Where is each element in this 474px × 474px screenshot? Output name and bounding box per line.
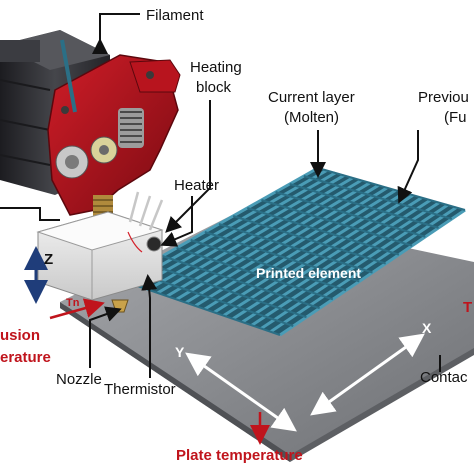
printed-road-cross — [303, 175, 453, 220]
label-x-axis: X — [422, 320, 432, 336]
printed-road-cross — [232, 215, 387, 265]
label-heating-block-line1: Heating — [190, 59, 242, 76]
label-right-t: T — [463, 299, 472, 316]
label-heating-block-line2: block — [196, 79, 232, 96]
printed-road-cross — [261, 199, 413, 247]
label-tn: Tn — [66, 297, 80, 309]
printed-road-cross — [147, 263, 307, 319]
label-current-layer-line1: Current layer — [268, 89, 355, 106]
filament-strand — [60, 39, 77, 113]
label-nozzle: Nozzle — [56, 371, 102, 388]
label-previous-layer-line1: Previou — [418, 89, 469, 106]
label-plate-temperature: Plate temperature — [176, 447, 303, 464]
printed-road-cross — [176, 247, 334, 301]
printed-road-cross — [317, 167, 466, 211]
label-filament: Filament — [146, 7, 204, 24]
y-axis-arrow — [185, 352, 297, 432]
label-z-axis: Z — [44, 251, 53, 268]
printed-road-cross — [275, 191, 426, 238]
label-thermistor: Thermistor — [104, 381, 176, 398]
label-y-axis: Y — [175, 344, 185, 360]
heating-block — [36, 191, 164, 301]
printed-road-cross — [289, 183, 439, 229]
label-current-layer-line2: (Molten) — [284, 109, 339, 126]
label-heater: Heater — [174, 177, 219, 194]
label-previous-layer-line2: (Fu — [444, 109, 467, 126]
label-fusion-temperature-line2: erature — [0, 349, 51, 366]
printed-road-cross — [162, 255, 320, 310]
label-printed-element: Printed element — [256, 265, 361, 281]
printed-road-cross — [246, 207, 400, 256]
fusion-temperature-arrow — [49, 298, 105, 320]
label-contact: Contac — [420, 369, 468, 386]
leader-lines — [0, 13, 441, 378]
x-axis-arrow — [310, 333, 425, 416]
label-fusion-temperature-line1: usion — [0, 327, 40, 344]
printed-road-cross — [190, 239, 347, 292]
printed-road-cross — [218, 223, 373, 274]
printed-road-cross — [204, 231, 360, 283]
extruder-body — [47, 54, 181, 216]
printed-road-cross — [133, 271, 294, 328]
